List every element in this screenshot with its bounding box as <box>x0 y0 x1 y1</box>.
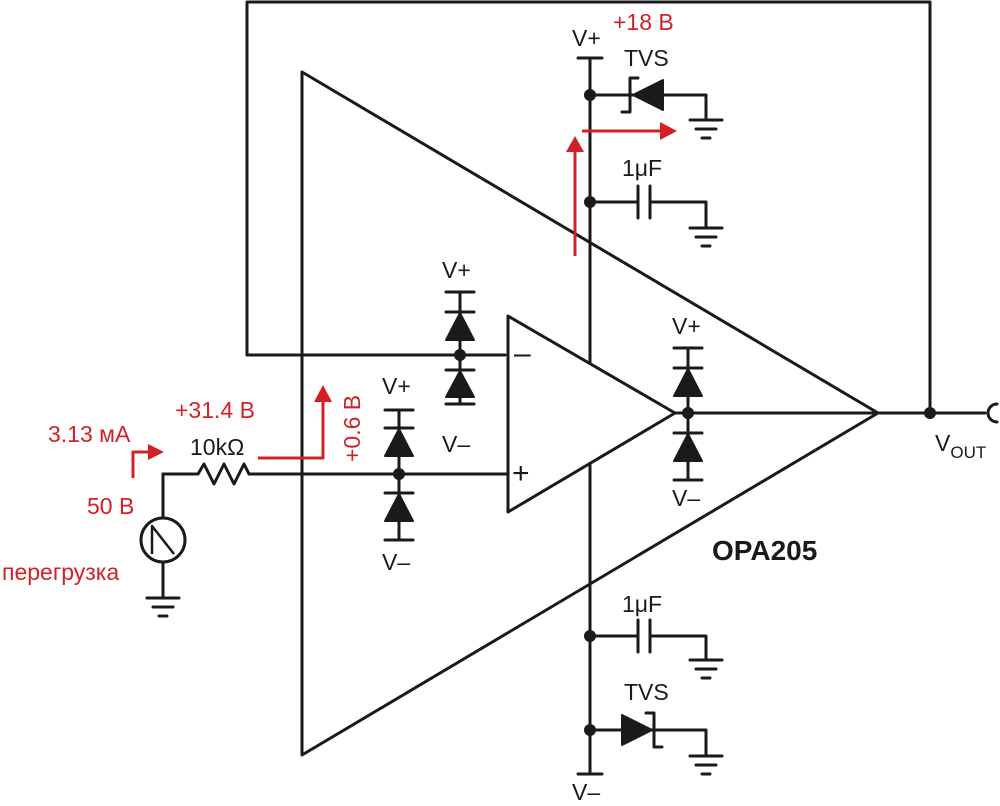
cap-bottom-ground <box>688 658 724 680</box>
clamp-inv-diode-upper <box>445 312 475 341</box>
tvs-top-ground <box>688 118 724 140</box>
tvs-bottom-label: TVS <box>624 679 669 705</box>
clamp-inv-vplus-label: V+ <box>442 257 471 283</box>
red-current-arrow-head <box>148 444 164 460</box>
red-arrow-right-head <box>660 122 677 140</box>
clamp-noninv-vplus-label: V+ <box>382 373 411 399</box>
clamp-noninv-diode-upper <box>384 428 414 457</box>
part-name-label: OPA205 <box>712 535 817 566</box>
red-clamp-arrow-head <box>314 385 332 402</box>
red-current-arrow-line <box>131 450 150 478</box>
vout-label: VOUT <box>935 430 986 462</box>
clamp-out-diode-upper <box>673 368 703 397</box>
clamp-out-vminus-label: V– <box>672 485 700 511</box>
vplus-top-value: +18 В <box>613 9 674 35</box>
inverting-input-symbol: – <box>514 337 531 370</box>
tvs-top-diode <box>632 79 664 111</box>
vout-terminal <box>986 402 999 424</box>
current-label: 3.13 мА <box>48 421 131 447</box>
noninverting-input-symbol: + <box>512 457 530 490</box>
clamp-out-vplus-label: V+ <box>672 313 701 339</box>
source-voltage-label: 50 В <box>87 493 134 519</box>
clamp-inv-junction <box>454 349 466 361</box>
tvs-top-label: TVS <box>624 45 669 71</box>
node-voltage-label: +31.4 В <box>175 397 255 423</box>
feedback-wire <box>245 0 932 415</box>
clamp-out-diode-lower <box>673 433 703 462</box>
clamp-noninv-vminus-label: V– <box>382 549 410 575</box>
red-arrow-up-head <box>566 136 584 152</box>
clamp-noninv-junction <box>393 468 405 480</box>
cap-bottom-label: 1μF <box>622 591 662 617</box>
clamp-inv-diode-lower <box>445 370 475 398</box>
tvs-bottom-ground <box>688 754 724 776</box>
clamp-noninv-diode-lower <box>384 493 414 522</box>
tvs-top-cathode <box>620 76 640 114</box>
tvs-bottom-diode <box>621 714 653 746</box>
vminus-bottom-label: V– <box>572 779 600 805</box>
tvs-bottom-wire <box>588 728 708 758</box>
cap-bottom-wire-right <box>648 634 708 662</box>
clamp-inv-vminus-label: V– <box>442 431 470 457</box>
sawtooth-waveform-icon <box>150 524 175 555</box>
vplus-top-label: V+ <box>572 25 601 51</box>
feedback-junction <box>924 407 936 419</box>
vout-label-main: V <box>935 430 951 456</box>
inner-opamp-triangle <box>506 314 677 514</box>
source-ground <box>145 596 181 618</box>
tvs-bottom-cathode <box>644 711 664 749</box>
clamp-voltage-label: +0.6 В <box>339 395 365 462</box>
resistor-10k <box>196 462 251 486</box>
resistor-label: 10kΩ <box>190 434 244 460</box>
red-clamp-arrow-line <box>258 400 325 460</box>
cap-top-ground <box>688 226 724 248</box>
vout-label-sub: OUT <box>950 443 986 462</box>
cap-top-label: 1μF <box>622 155 662 181</box>
overload-label: перегрузка <box>2 559 119 585</box>
cap-top-wire-right <box>648 200 708 230</box>
